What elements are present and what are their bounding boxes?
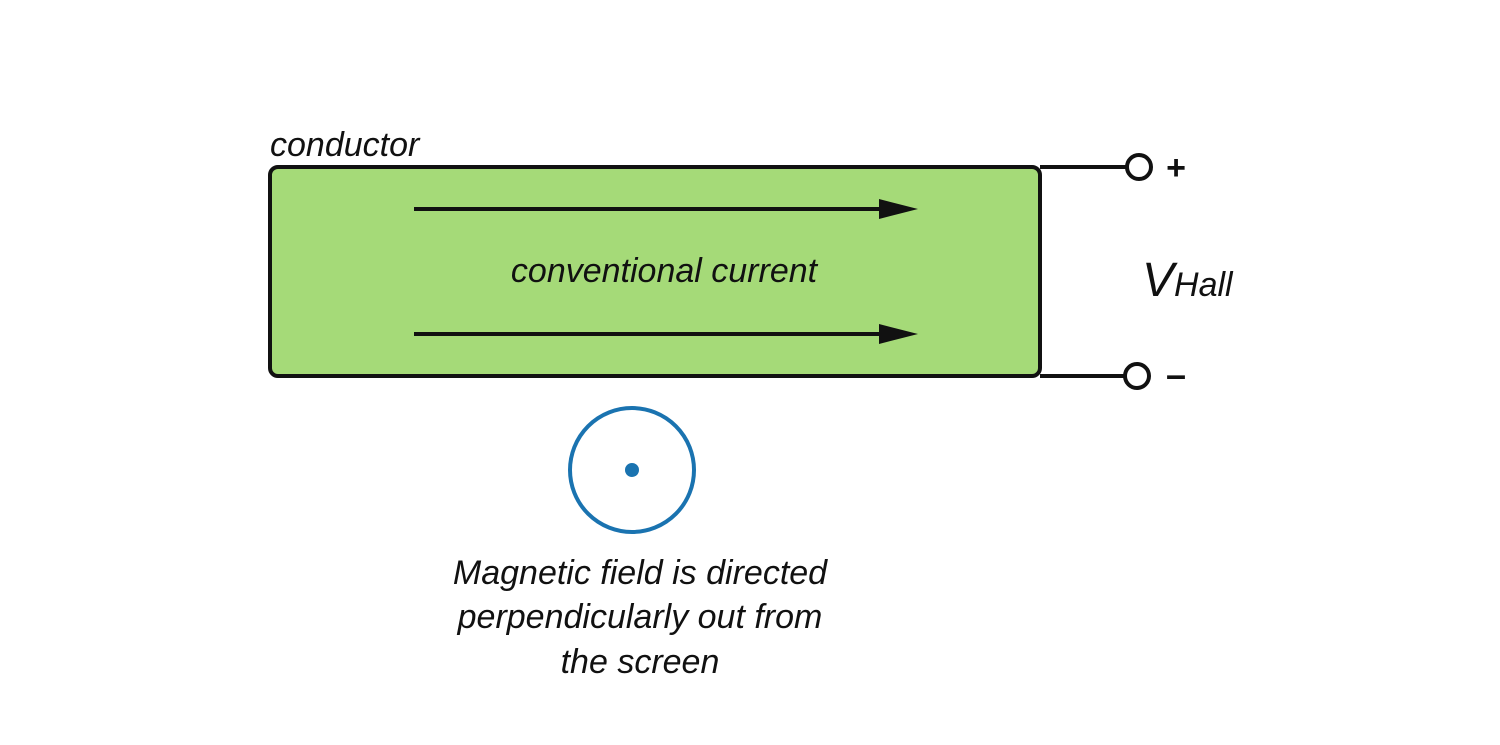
- field-caption-line-3: the screen: [561, 643, 720, 681]
- hall-voltage-symbol: V: [1142, 254, 1178, 307]
- current-label: conventional current: [511, 252, 819, 290]
- conductor-bar: [268, 165, 1042, 378]
- arrow-right-icon: [879, 199, 918, 219]
- conductor-label: conductor: [270, 126, 421, 164]
- field-caption-line-2: perpendicularly out from: [457, 598, 823, 636]
- field-caption-line-1: Magnetic field is directed: [453, 554, 828, 592]
- negative-sign: –: [1166, 354, 1186, 395]
- field-out-of-page-icon: [568, 406, 696, 534]
- positive-sign: +: [1166, 149, 1186, 187]
- hall-voltage-subscript: Hall: [1174, 266, 1234, 304]
- current-arrow-top: [414, 199, 918, 219]
- hall-voltage-label: VHall: [1142, 254, 1234, 307]
- positive-terminal-icon: [1125, 153, 1153, 181]
- arrow-right-icon: [879, 324, 918, 344]
- negative-terminal-icon: [1123, 362, 1151, 390]
- current-arrow-bottom: [414, 324, 918, 344]
